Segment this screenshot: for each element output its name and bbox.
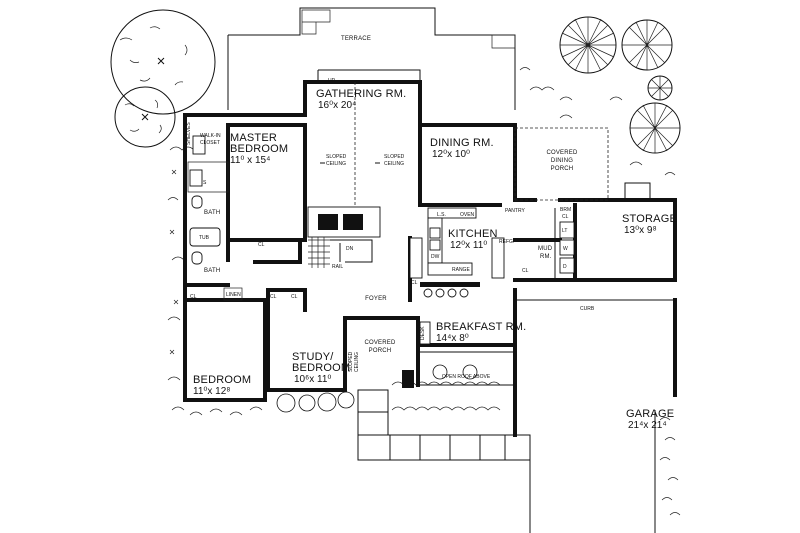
round-shrubs-front bbox=[276, 364, 478, 413]
covered-dining-porch bbox=[514, 127, 609, 201]
small-annotations: BATH BATH TUB LINEN CL CL CL CL CL CL PA… bbox=[186, 78, 595, 380]
gathering-room-dims: 16⁰x 20⁴ bbox=[318, 100, 356, 111]
mud-room-label-1: MUD bbox=[538, 246, 553, 252]
walkin-closet-label-1: WALK-IN bbox=[200, 133, 221, 139]
tub-icon bbox=[189, 227, 221, 247]
walkin-closet-label-2: CLOSET bbox=[200, 140, 220, 146]
kitchen-label: KITCHEN bbox=[448, 228, 498, 240]
tree-shrub-right-1 bbox=[559, 16, 617, 74]
master-bedroom-label-2: BEDROOM bbox=[230, 143, 288, 155]
tree-large-left bbox=[110, 9, 216, 115]
pantry-label: PANTRY bbox=[505, 208, 525, 214]
room-labels: GATHERING RM. 16⁰x 20⁴ MASTER BEDROOM 11… bbox=[193, 88, 677, 431]
stairs-up-label: UP bbox=[328, 78, 336, 84]
shelves-label: SHELVES bbox=[186, 122, 192, 145]
snack-bar-label: SNACK BAR bbox=[434, 283, 463, 289]
tree-small-left bbox=[114, 86, 176, 148]
stairs-down-label: DN bbox=[346, 246, 354, 252]
covered-dining-label-3: PORCH bbox=[551, 166, 574, 172]
master-bedroom-dims: 11⁰ x 15⁴ bbox=[230, 155, 270, 166]
closet-label-c: CL bbox=[270, 294, 277, 300]
garage-label: GARAGE bbox=[626, 408, 674, 420]
master-bedroom-label-1: MASTER bbox=[230, 132, 277, 144]
sloped-ceiling-1-line1: SLOPED bbox=[326, 154, 347, 160]
laundry-tub-label: LT bbox=[562, 228, 567, 234]
bath-label-2: BATH bbox=[204, 268, 220, 274]
dining-room-dims: 12⁰x 10⁰ bbox=[432, 149, 470, 160]
breakfast-details bbox=[402, 321, 516, 388]
front-walkway bbox=[357, 389, 656, 533]
range-label: RANGE bbox=[452, 267, 470, 273]
foyer-label: FOYER bbox=[365, 296, 387, 302]
lazy-susan-label: L.S. bbox=[437, 212, 446, 218]
toilet-icon bbox=[191, 195, 203, 209]
covered-dining-label-1: COVERED bbox=[546, 150, 578, 156]
covered-porch-label-2: PORCH bbox=[369, 348, 392, 354]
dryer-label: D bbox=[563, 264, 567, 270]
sloped-ceiling-2-line2: CEILING bbox=[384, 161, 404, 167]
shower-label: S bbox=[203, 180, 207, 186]
refrigerator-label: REFG. bbox=[499, 239, 514, 245]
breakfast-room-label: BREAKFAST RM. bbox=[436, 321, 526, 333]
open-roof-label: OPEN ROOF ABOVE bbox=[442, 374, 491, 380]
terrace: TERRACE bbox=[227, 7, 516, 110]
garage-dims: 21⁴x 21⁴ bbox=[628, 420, 667, 431]
tub-label: TUB bbox=[199, 235, 210, 241]
closet-label-f: CL bbox=[522, 268, 529, 274]
storage-dims: 13⁰x 9⁸ bbox=[624, 225, 657, 236]
gathering-room-details bbox=[307, 69, 421, 268]
kitchen-fixtures bbox=[409, 207, 505, 298]
covered-dining-label-2: DINING bbox=[551, 158, 573, 164]
sloped-ceiling-3-line2: CEILING bbox=[354, 352, 360, 372]
tree-shrub-right-2 bbox=[621, 19, 673, 71]
kitchen-dims: 12⁰x 11⁰ bbox=[450, 240, 487, 251]
closet-label-e: CL bbox=[411, 280, 418, 286]
study-bedroom-label-2: BEDROOM bbox=[292, 362, 350, 374]
breakfast-room-dims: 14⁴x 8⁰ bbox=[436, 333, 469, 344]
broom-closet-label-2: CL bbox=[562, 214, 569, 220]
oven-label: OVEN bbox=[460, 212, 475, 218]
closet-label-a: CL bbox=[190, 294, 197, 300]
hedge-left bbox=[167, 146, 263, 416]
bedroom-dims: 11⁰x 12⁸ bbox=[193, 386, 231, 397]
covered-porch-label-1: COVERED bbox=[364, 340, 396, 346]
rail-label: RAIL bbox=[332, 264, 343, 270]
dining-room-label: DINING RM. bbox=[430, 137, 494, 149]
bedroom-label: BEDROOM bbox=[193, 374, 251, 386]
closet-label-d: CL bbox=[291, 294, 298, 300]
curb-label: CURB bbox=[580, 306, 595, 312]
sloped-ceiling-3-line1: SLOPED bbox=[348, 351, 354, 372]
toilet-icon bbox=[191, 251, 203, 265]
closet-label-b: CL bbox=[258, 242, 265, 248]
gathering-room-label: GATHERING RM. bbox=[316, 88, 406, 100]
dishwasher-label: DW bbox=[431, 254, 440, 260]
tree-shrub-right-3 bbox=[629, 102, 681, 154]
desk-label: DESK bbox=[420, 326, 426, 340]
storage-label: STORAGE bbox=[622, 213, 677, 225]
hedge-right bbox=[391, 67, 681, 516]
study-bedroom-label-1: STUDY/ bbox=[292, 351, 334, 363]
terrace-label: TERRACE bbox=[341, 36, 371, 42]
sloped-ceiling-2-line1: SLOPED bbox=[384, 154, 405, 160]
bath-fixtures bbox=[187, 135, 243, 301]
washer-label: W bbox=[563, 246, 568, 252]
walls bbox=[183, 80, 677, 437]
bath-label-1: BATH bbox=[204, 210, 220, 216]
sloped-ceiling-1-line2: CEILING bbox=[326, 161, 346, 167]
broom-closet-label-1: BRM bbox=[560, 207, 571, 213]
mud-room-label-2: RM. bbox=[540, 254, 552, 260]
tree-shrub-right-4 bbox=[647, 75, 673, 101]
study-bedroom-dims: 10⁶x 11⁰ bbox=[294, 374, 331, 385]
linen-label: LINEN bbox=[226, 292, 241, 298]
mud-storage-details bbox=[559, 182, 651, 274]
